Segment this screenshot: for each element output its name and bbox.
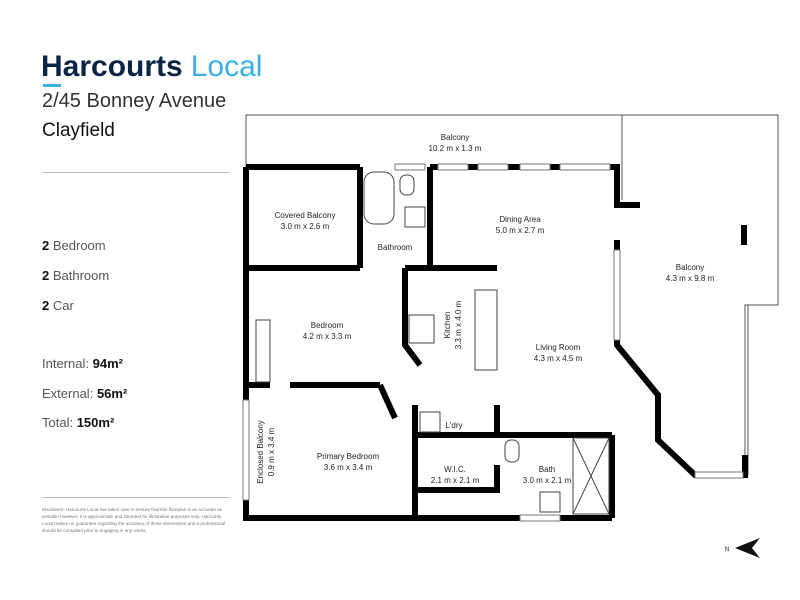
balcony-outline bbox=[245, 114, 779, 475]
property-address: 2/45 Bonney Avenue bbox=[42, 90, 227, 112]
room-balcony-top: Balcony bbox=[441, 133, 469, 142]
room-dining: Dining Area bbox=[499, 215, 541, 224]
room-dim: 5.0 m x 2.7 m bbox=[496, 226, 545, 235]
room-bathroom: Bathroom bbox=[378, 243, 413, 252]
room-living: Living Room bbox=[536, 343, 581, 352]
divider bbox=[42, 172, 230, 173]
cooktop-icon bbox=[408, 314, 435, 344]
feature-bedrooms: 2 Bedroom bbox=[42, 238, 106, 253]
brand-name: Harcourts bbox=[41, 50, 183, 83]
laundry-tub-icon bbox=[419, 411, 441, 433]
room-wic: W.I.C. bbox=[444, 465, 466, 474]
windows bbox=[242, 163, 744, 522]
room-dim: 3.0 m x 2.1 m bbox=[523, 476, 572, 485]
bathtub-icon bbox=[363, 171, 395, 225]
fixtures bbox=[255, 171, 610, 515]
disclaimer: Disclaimer: Harcourts Local has taken ca… bbox=[42, 507, 226, 533]
logo-underline bbox=[43, 84, 61, 87]
brand-suffix: Local bbox=[190, 50, 263, 83]
room-kitchen: Kitchen bbox=[443, 312, 452, 339]
feature-bathrooms: 2 Bathroom bbox=[42, 268, 110, 283]
sink-icon bbox=[539, 491, 561, 513]
room-dim: 4.2 m x 3.3 m bbox=[303, 332, 352, 341]
room-primary-bedroom: Primary Bedroom bbox=[317, 452, 380, 461]
room-dim: 4.3 m x 4.5 m bbox=[534, 354, 583, 363]
room-bath: Bath bbox=[539, 465, 555, 474]
compass-icon: N bbox=[725, 538, 760, 558]
room-dim: 3.0 m x 2.6 m bbox=[281, 222, 330, 231]
room-dim: 3.3 m x 4.0 m bbox=[454, 300, 463, 349]
room-dim: 3.6 m x 3.4 m bbox=[324, 463, 373, 472]
room-covered-balcony: Covered Balcony bbox=[275, 211, 336, 220]
room-laundry: L'dry bbox=[445, 421, 462, 430]
area-external: External: 56m² bbox=[42, 386, 128, 401]
feature-car: 2 Car bbox=[42, 298, 74, 313]
sink-icon bbox=[404, 206, 426, 228]
room-bedroom: Bedroom bbox=[311, 321, 344, 330]
shower-icon bbox=[572, 437, 610, 515]
room-dim: 10.2 m x 1.3 m bbox=[429, 144, 482, 153]
room-enclosed-balcony: Enclosed Balcony bbox=[256, 420, 265, 484]
toilet-icon bbox=[504, 439, 520, 463]
walls bbox=[243, 164, 748, 521]
room-dim: 0.9 m x 3.4 m bbox=[267, 427, 276, 476]
kitchen-bench bbox=[474, 289, 498, 371]
wall-stub bbox=[741, 225, 747, 245]
room-balcony-right: Balcony bbox=[676, 263, 704, 272]
room-dim: 2.1 m x 2.1 m bbox=[431, 476, 480, 485]
compass-label: N bbox=[725, 547, 729, 553]
toilet-icon bbox=[399, 174, 415, 196]
wardrobe bbox=[255, 319, 271, 383]
divider bbox=[42, 497, 230, 498]
property-suburb: Clayfield bbox=[42, 120, 115, 141]
area-total: Total: 150m² bbox=[42, 415, 115, 430]
room-dim: 4.3 m x 9.8 m bbox=[666, 274, 715, 283]
area-internal: Internal: 94m² bbox=[42, 356, 123, 371]
